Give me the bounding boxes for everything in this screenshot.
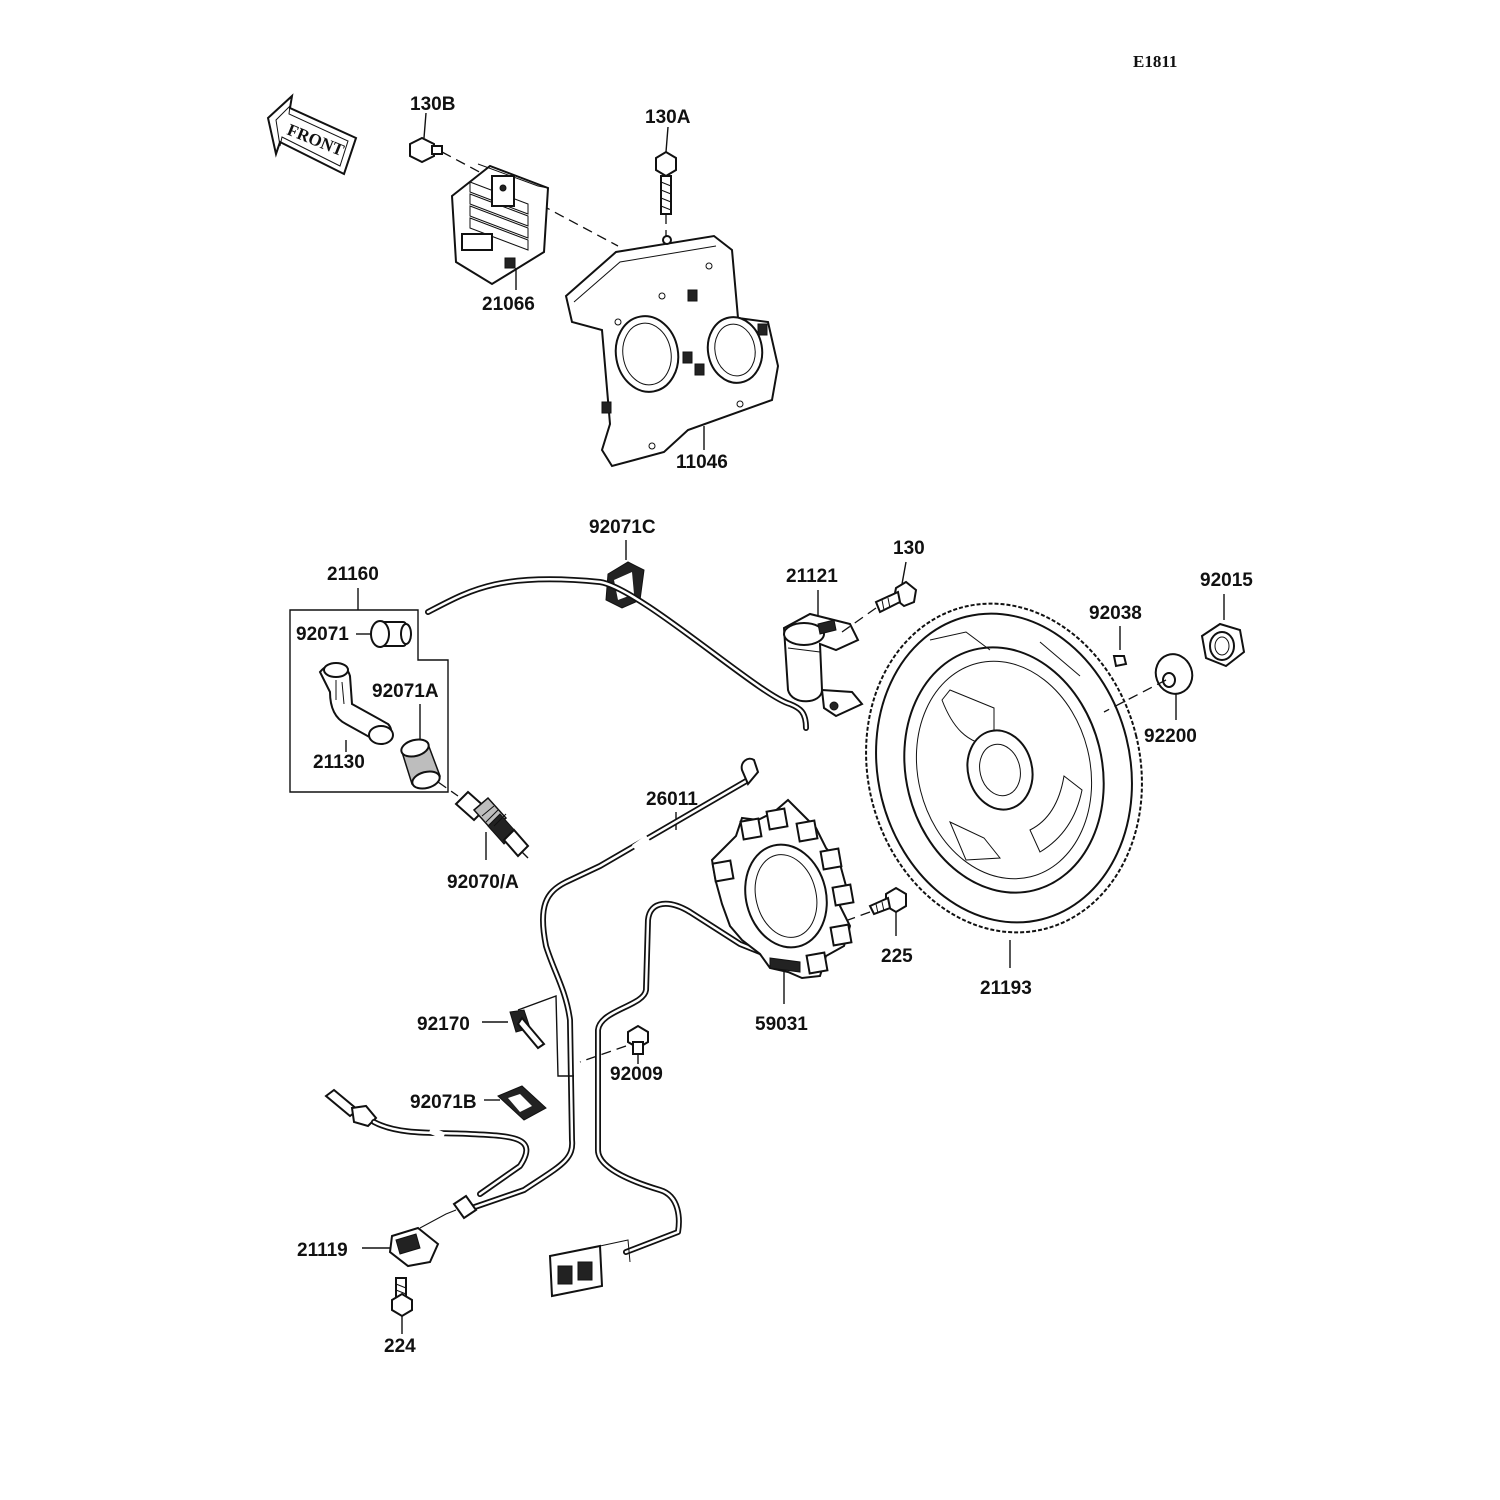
label-26011: 26011 [646,789,698,810]
screw-92009-icon [627,1024,649,1055]
dash-225 [847,911,871,921]
label-92071c: 92071C [589,517,656,538]
label-21119: 21119 [297,1240,348,1261]
label-130a: 130A [645,107,691,128]
leader-130b [423,112,427,139]
label-21193: 21193 [980,978,1032,999]
label-59031: 59031 [755,1014,808,1035]
nut-92015-icon [1200,622,1246,668]
terminal-lead-icon [324,1088,378,1128]
dash-92009 [579,1045,627,1063]
bracket-11046 [564,234,780,468]
boot-92071a-icon [400,738,441,790]
washer-92200-icon [1154,653,1194,695]
key-92038-icon [1112,655,1128,668]
harness-connector-icon [548,1239,631,1298]
diagram-code: E1811 [1133,52,1177,71]
ring-terminal-icon [740,757,760,786]
group-box-21160 [289,609,449,793]
label-92071a: 92071A [372,681,439,702]
dash-92070a [437,781,459,797]
regulator-21066 [450,163,550,286]
bolt-130a-icon [655,150,677,215]
clamp-callout-92170 [517,995,574,1077]
clamp-92170-icon [509,1009,546,1050]
label-92070a: 92070/A [447,872,519,893]
label-224: 224 [384,1336,416,1357]
screw-225-icon [868,886,907,916]
label-92015: 92015 [1200,570,1253,591]
flywheel-21193 [865,602,1143,934]
bolt-130-icon [874,580,918,614]
label-92009: 92009 [610,1064,663,1085]
pickup-coil-21119-icon [388,1209,457,1268]
label-11046: 11046 [676,452,728,473]
plug-cap-21130-icon [318,662,394,746]
label-21121: 21121 [786,566,838,587]
label-92071: 92071 [296,624,349,645]
label-92038: 92038 [1089,603,1142,624]
grommet-92071-icon [370,620,412,648]
label-21066: 21066 [482,294,535,315]
screw-224-icon [391,1277,413,1318]
label-92200: 92200 [1144,726,1197,747]
label-92071b: 92071B [410,1092,477,1113]
spark-plug-92070a-icon [454,790,530,859]
ignition-coil-21121-icon [782,612,864,718]
dash-130 [841,607,877,633]
label-21130: 21130 [313,752,365,773]
label-225: 225 [881,946,913,967]
clamp-92071b-icon [497,1085,547,1121]
bullet-connector-icon [452,1194,478,1220]
leader-130a [665,126,669,153]
label-92170: 92170 [417,1014,470,1035]
label-130b: 130B [410,94,455,115]
bolt-130b-icon [409,136,443,164]
front-arrow-icon: FRONT [266,93,358,176]
label-21160: 21160 [327,564,379,585]
label-130: 130 [893,538,925,559]
leader-130 [901,561,907,585]
dash-92200 [1103,679,1167,713]
stator-59031 [710,798,855,980]
